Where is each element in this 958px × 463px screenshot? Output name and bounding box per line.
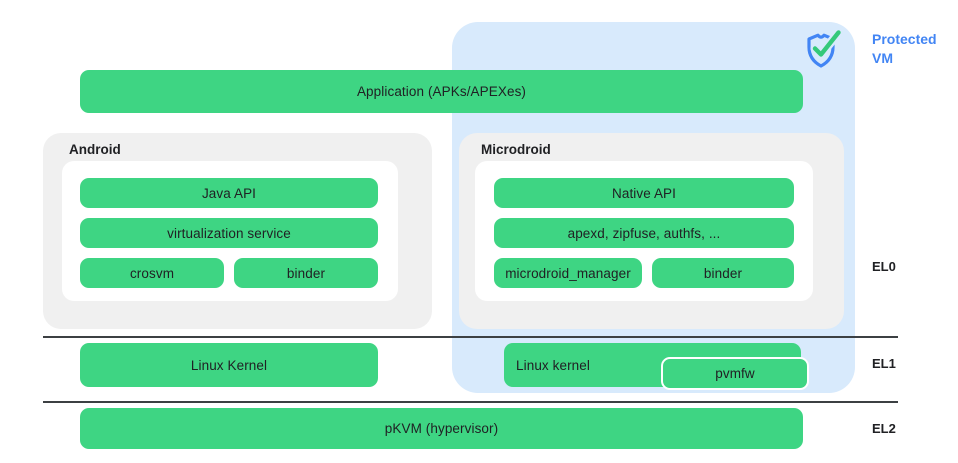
microdroid-group-title: Microdroid xyxy=(481,142,551,157)
virtualization-service-bar: virtualization service xyxy=(80,218,378,248)
el0-label: EL0 xyxy=(872,259,896,274)
host-linux-kernel-bar: Linux Kernel xyxy=(80,343,378,387)
el0-el1-separator-line xyxy=(43,336,898,338)
protected-vm-label: Protected VM xyxy=(872,31,937,66)
android-group-title: Android xyxy=(69,142,121,157)
java-api-bar: Java API xyxy=(80,178,378,208)
crosvm-bar: crosvm xyxy=(80,258,224,288)
application-bar: Application (APKs/APEXes) xyxy=(80,70,803,113)
apexd-zipfuse-authfs-bar: apexd, zipfuse, authfs, ... xyxy=(494,218,794,248)
native-api-bar: Native API xyxy=(494,178,794,208)
el1-el2-separator-line xyxy=(43,401,898,403)
el2-label: EL2 xyxy=(872,421,896,436)
pkvm-hypervisor-bar: pKVM (hypervisor) xyxy=(80,408,803,449)
android-binder-bar: binder xyxy=(234,258,378,288)
microdroid-manager-bar: microdroid_manager xyxy=(494,258,642,288)
pvmfw-bar: pvmfw xyxy=(661,357,809,390)
shield-check-icon xyxy=(801,25,847,71)
el1-label: EL1 xyxy=(872,356,896,371)
microdroid-binder-bar: binder xyxy=(652,258,794,288)
